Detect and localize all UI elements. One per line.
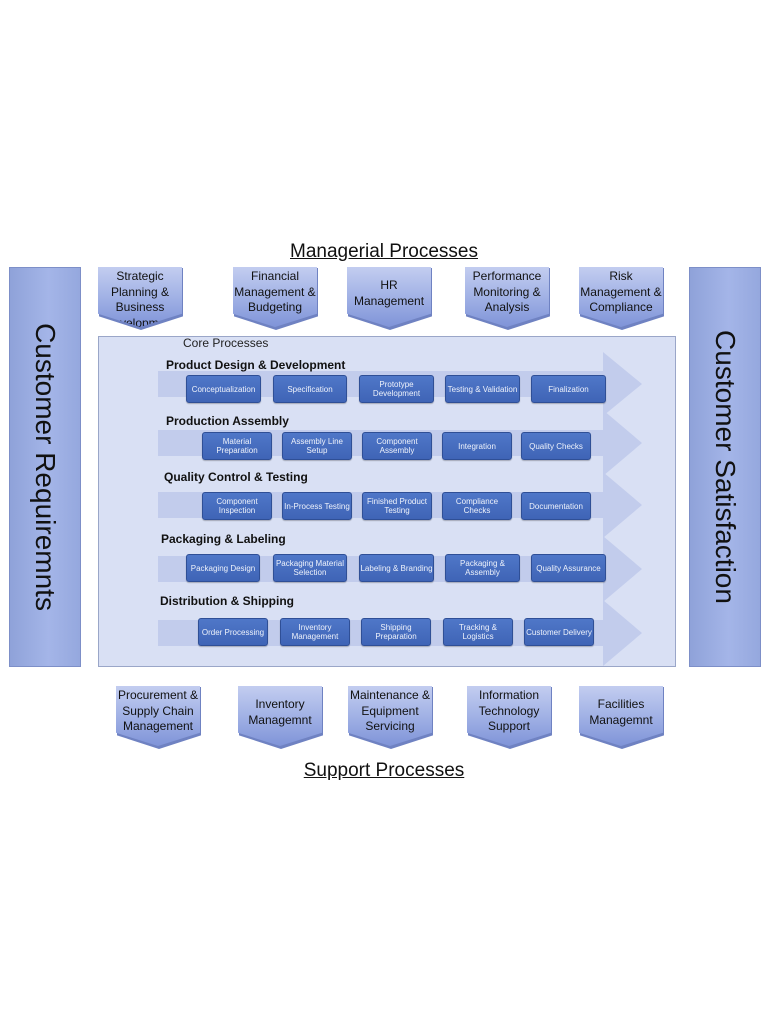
managerial-item-label: Strategic Planning & Business Developmen… <box>104 269 176 330</box>
step-integration: Integration <box>442 432 512 460</box>
row-title-packaging: Packaging & Labeling <box>161 532 286 546</box>
step-quality-checks: Quality Checks <box>521 432 591 460</box>
step-inventory-management: Inventory Management <box>280 618 350 646</box>
support-item-label: Maintenance & Equipment Servicing <box>349 688 431 733</box>
row-title-distribution: Distribution & Shipping <box>160 594 294 608</box>
support-item-maintenance: Maintenance & Equipment Servicing <box>348 686 432 746</box>
step-packaging-material-selection: Packaging Material Selection <box>273 554 347 582</box>
step-shipping-preparation: Shipping Preparation <box>361 618 431 646</box>
support-item-facilities: Facilities Managemnt <box>579 686 663 746</box>
managerial-item-performance-monitoring: Performance Monitoring & Analysis <box>465 267 549 327</box>
step-component-inspection: Component Inspection <box>202 492 272 520</box>
customer-requirements-label: Customer Requiremnts <box>30 323 61 611</box>
managerial-item-label: Performance Monitoring & Analysis <box>472 269 542 314</box>
step-in-process-testing: In-Process Testing <box>282 492 352 520</box>
step-order-processing: Order Processing <box>198 618 268 646</box>
step-documentation: Documentation <box>521 492 591 520</box>
managerial-item-strategic-planning: Strategic Planning & Business Developmen… <box>98 267 182 327</box>
support-processes-title: Support Processes <box>303 760 465 781</box>
step-tracking-logistics: Tracking & Logistics <box>443 618 513 646</box>
managerial-item-label: HR Management <box>353 278 425 308</box>
step-testing-validation: Testing & Validation <box>445 375 520 403</box>
step-specification: Specification <box>273 375 347 403</box>
managerial-processes-title: Managerial Processes <box>290 241 478 262</box>
managerial-item-financial-management: Financial Management & Budgeting <box>233 267 317 327</box>
support-item-label: Inventory Managemnt <box>248 697 312 727</box>
support-item-label: Information Technology Support <box>478 688 540 733</box>
managerial-item-risk-management: Risk Management & Compliance <box>579 267 663 327</box>
step-prototype-development: Prototype Development <box>359 375 434 403</box>
step-packaging-design: Packaging Design <box>186 554 260 582</box>
support-item-inventory: Inventory Managemnt <box>238 686 322 746</box>
step-conceptualization: Conceptualization <box>186 375 261 403</box>
support-item-label: Procurement & Supply Chain Management <box>117 688 199 733</box>
row-title-product-design: Product Design & Development <box>166 358 346 372</box>
support-item-information-technology: Information Technology Support <box>467 686 551 746</box>
step-material-preparation: Material Preparation <box>202 432 272 460</box>
managerial-item-label: Financial Management & Budgeting <box>234 269 316 314</box>
customer-satisfaction-label: Customer Satisfaction <box>710 330 741 604</box>
support-item-label: Facilities Managemnt <box>589 697 653 727</box>
core-processes-label: Core Processes <box>183 336 269 350</box>
step-quality-assurance: Quality Assurance <box>531 554 606 582</box>
managerial-item-label: Risk Management & Compliance <box>580 269 662 314</box>
step-component-assembly: Component Assembly <box>362 432 432 460</box>
customer-satisfaction-bar: Customer Satisfaction <box>689 267 761 667</box>
step-finalization: Finalization <box>531 375 606 403</box>
step-packaging-assembly: Packaging & Assembly <box>445 554 520 582</box>
row-title-production-assembly: Production Assembly <box>166 414 289 428</box>
row-title-quality-control: Quality Control & Testing <box>164 470 308 484</box>
step-finished-product-testing: Finished Product Testing <box>362 492 432 520</box>
step-compliance-checks: Compliance Checks <box>442 492 512 520</box>
managerial-item-hr-management: HR Management <box>347 267 431 327</box>
step-assembly-line-setup: Assembly Line Setup <box>282 432 352 460</box>
customer-requirements-bar: Customer Requiremnts <box>9 267 81 667</box>
support-item-procurement: Procurement & Supply Chain Management <box>116 686 200 746</box>
step-labeling-branding: Labeling & Branding <box>359 554 434 582</box>
step-customer-delivery: Customer Delivery <box>524 618 594 646</box>
